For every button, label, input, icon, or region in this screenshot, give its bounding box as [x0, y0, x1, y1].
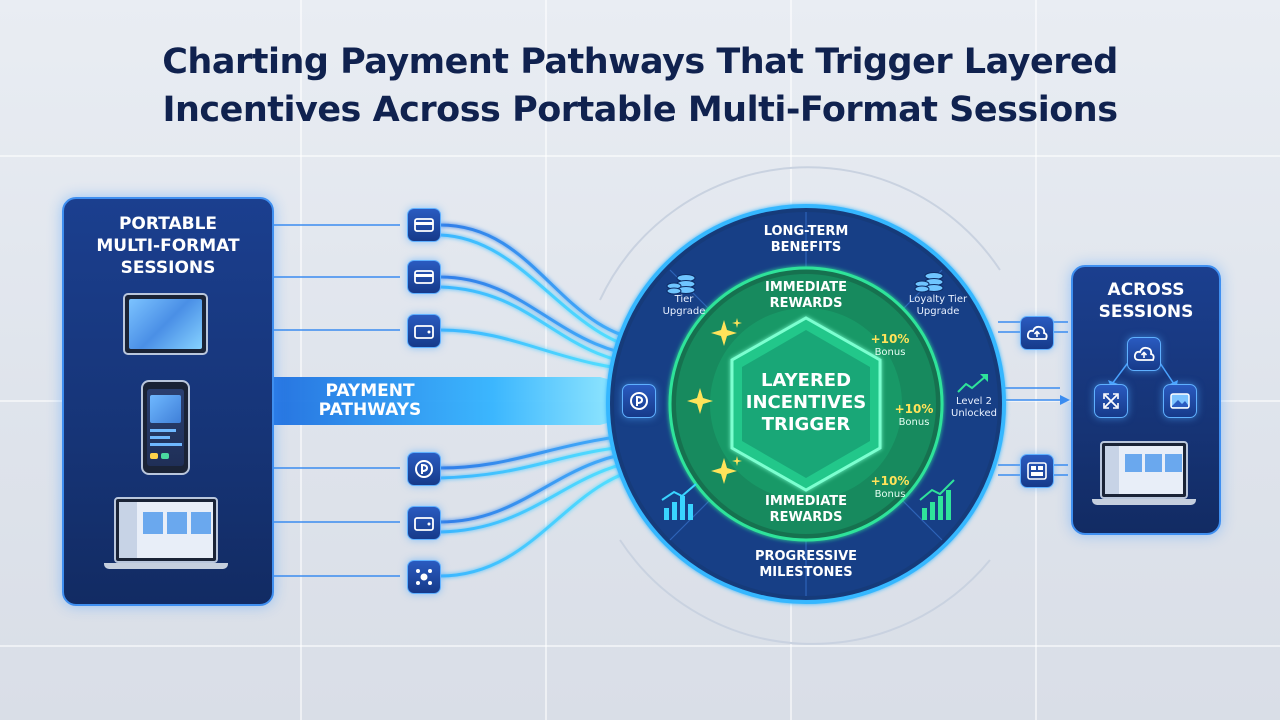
coin-stack-icon	[914, 272, 944, 293]
bonus-label: Bonus	[898, 417, 930, 428]
trend-up-icon	[957, 374, 988, 393]
payment-pathways-band	[272, 377, 640, 425]
long-term-benefits-label: LONG-TERM BENEFITS	[763, 224, 849, 255]
growth-chart-icon	[919, 479, 955, 520]
bonus-percent: +10%	[870, 332, 910, 346]
growth-chart-icon	[661, 483, 697, 520]
pay-app-icon[interactable]	[407, 452, 441, 486]
sparkle-icon	[711, 318, 742, 346]
laptop-icon	[104, 497, 228, 569]
credit-card-icon[interactable]	[407, 260, 441, 294]
coin-stack-icon	[666, 274, 696, 295]
level-unlocked-label: Level 2 Unlocked	[951, 396, 997, 419]
bonus-percent: +10%	[894, 402, 934, 416]
tier-upgrade-label: Tier Upgrade	[662, 294, 706, 317]
credit-card-icon[interactable]	[407, 208, 441, 242]
network-icon[interactable]	[407, 560, 441, 594]
bonus-percent: +10%	[870, 474, 910, 488]
left-panel-title: PORTABLE MULTI-FORMAT SESSIONS	[96, 214, 240, 278]
expand-arrows-icon[interactable]	[1094, 384, 1128, 418]
wallet-icon[interactable]	[407, 506, 441, 540]
laptop-icon	[1092, 441, 1196, 505]
orbit-arc	[599, 166, 1001, 301]
page-title: Charting Payment Pathways That Trigger L…	[162, 42, 1118, 130]
immediate-rewards-top-label: IMMEDIATE REWARDS	[764, 280, 848, 311]
bonus-label: Bonus	[874, 347, 906, 358]
pay-app-icon[interactable]	[622, 384, 656, 418]
wallet-icon[interactable]	[407, 314, 441, 348]
incentive-hub	[606, 204, 1006, 604]
orbit-arc	[619, 539, 991, 645]
tablet-icon	[123, 293, 208, 355]
immediate-rewards-bottom-label: IMMEDIATE REWARDS	[764, 494, 848, 525]
sparkle-icon	[687, 388, 713, 414]
bonus-label: Bonus	[874, 489, 906, 500]
loyalty-tier-upgrade-label: Loyalty Tier Upgrade	[908, 294, 968, 317]
sparkle-icon	[711, 456, 742, 484]
image-gallery-icon[interactable]	[1163, 384, 1197, 418]
arrowhead	[1060, 395, 1070, 405]
left-panel: PORTABLE MULTI-FORMAT SESSIONS	[62, 197, 274, 606]
bonus-badge: +10%Bonus	[860, 318, 920, 360]
layered-incentives-trigger-label: LAYERED INCENTIVES TRIGGER	[745, 370, 867, 435]
progressive-milestones-label: PROGRESSIVE MILESTONES	[754, 549, 858, 580]
bonus-badge: +10%Bonus	[860, 460, 920, 502]
bonus-badge: +10%Bonus	[884, 388, 944, 430]
right-panel-title: ACROSS SESSIONS	[1098, 280, 1194, 322]
cloud-upload-icon[interactable]	[1127, 337, 1161, 371]
smartphone-icon	[141, 380, 190, 475]
payment-pathways-label: PAYMENT PATHWAYS	[318, 381, 422, 420]
dashboard-icon[interactable]	[1020, 454, 1054, 488]
cloud-sync-icon[interactable]	[1020, 316, 1054, 350]
